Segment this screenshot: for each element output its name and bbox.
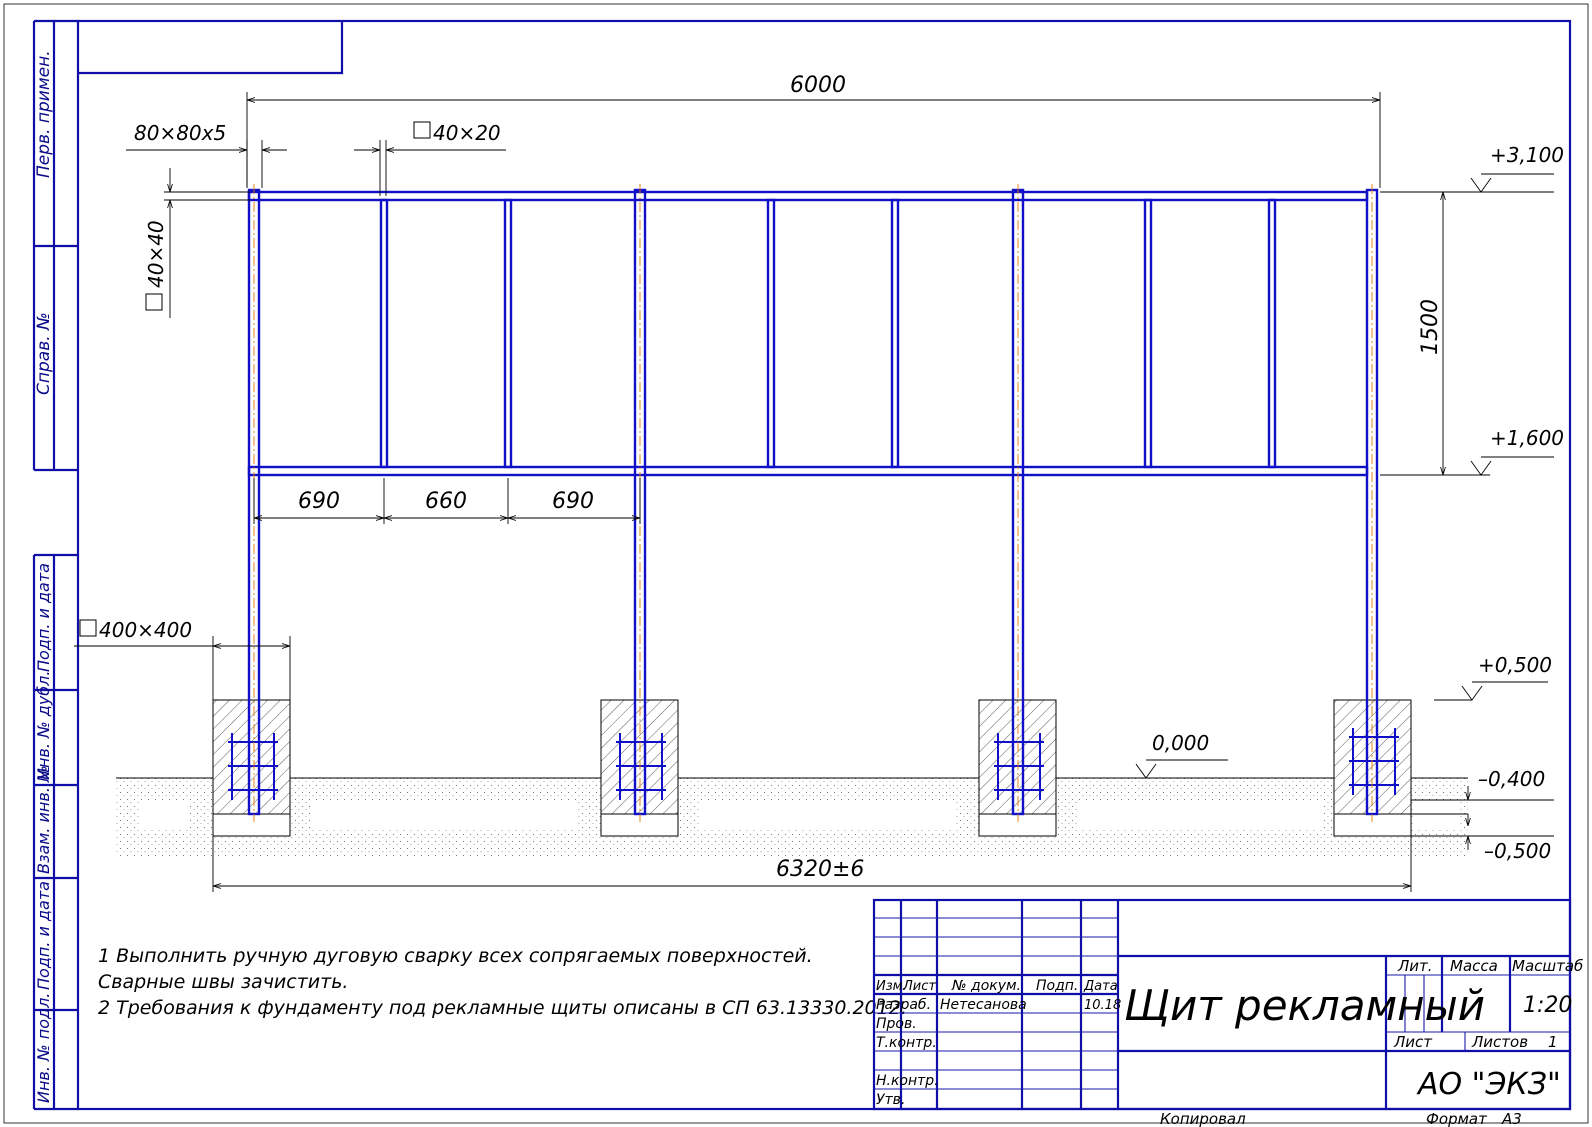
level-ground-label: 0,000 [1152, 731, 1209, 755]
level-panel-bottom-label: +1,600 [1490, 426, 1564, 450]
dim-post-section-label: 80×80х5 [134, 121, 226, 145]
foundation-4 [1333, 699, 1412, 837]
copied-label: Копировал [1160, 1110, 1246, 1127]
tb-role-approved: Утв. [876, 1092, 905, 1108]
tb-sheets-count: 1 [1548, 1033, 1558, 1051]
technical-notes: 1 Выполнить ручную дуговую сварку всех с… [98, 945, 907, 1019]
dim-overall-length: 6320±6 [212, 836, 1412, 892]
tb-sheet-label: Лист [1393, 1033, 1433, 1051]
note-line-2: Сварные швы зачистить. [98, 971, 348, 993]
tb-header-date: Дата [1083, 979, 1118, 994]
tb-header-list: Лист [902, 979, 936, 994]
dim-rail-section-label: 40×20 [433, 121, 501, 145]
drawing-frame [76, 19, 1572, 1111]
level-foundation-top: +0,500 [1434, 653, 1552, 701]
tb-sheets-label: Листов [1471, 1033, 1528, 1051]
tb-developer-date: 10.18 [1084, 998, 1121, 1013]
note-line-3: 2 Требования к фундаменту под рекламные … [98, 997, 907, 1019]
tb-header-izm: Изм. [876, 979, 907, 994]
dim-spans: 690 660 690 [253, 478, 641, 524]
level-foundation-top-label: +0,500 [1478, 653, 1552, 677]
stamp-inv-dubl: Инв. № дубл. [34, 671, 53, 780]
format-label: Формат [1426, 1110, 1488, 1127]
side-stamp-column: Перв. примен. Справ. № Подп. и дата Инв.… [32, 19, 78, 1111]
top-left-stamp-box [78, 21, 344, 75]
stamp-perv-primen: Перв. примен. [34, 50, 54, 178]
dim-post-section: 80×80х5 [126, 121, 287, 188]
dim-panel-height: 1500 [1380, 191, 1490, 476]
level-minus-400-label: –0,400 [1478, 767, 1545, 791]
level-minus-400: –0,400 [1411, 767, 1554, 815]
tb-role-developer: Разраб. [876, 997, 931, 1013]
foundation-1 [212, 699, 291, 837]
level-minus-500-label: –0,500 [1484, 839, 1551, 863]
tb-role-tech-control: Т.контр. [876, 1035, 937, 1051]
dim-total-length-label: 6000 [790, 73, 846, 98]
level-ground: 0,000 [1135, 731, 1228, 779]
dim-total-length: 6000 [246, 73, 1381, 188]
level-top: +3,100 [1380, 143, 1564, 193]
level-top-label: +3,100 [1490, 143, 1564, 167]
tb-developer-name: Нетесанова [940, 997, 1027, 1013]
stamp-podp-data-2: Подп. и дата [34, 881, 53, 990]
level-marks: +3,100 +1,600 +0,500 0,000 –0,400 [1135, 143, 1564, 863]
dim-panel-height-label: 1500 [1418, 299, 1443, 355]
billboard-frame [247, 184, 1379, 822]
tb-role-checked: Пров. [876, 1016, 917, 1032]
dim-overall-length-label: 6320±6 [776, 857, 864, 882]
tb-role-norm-control: Н.контр. [876, 1073, 939, 1089]
stamp-sprav-no: Справ. № [34, 312, 54, 395]
level-minus-500: –0,500 [1411, 814, 1554, 863]
dim-span-3-label: 690 [552, 489, 594, 514]
dim-top-rail-section: 40×40 [144, 168, 250, 318]
dim-foundation-size: 400×400 [74, 618, 291, 700]
foundation-3 [978, 699, 1057, 837]
dim-span-1-label: 690 [298, 489, 340, 514]
dim-rail-section: 40×20 [354, 121, 506, 196]
format-value: А3 [1501, 1110, 1522, 1127]
tb-lit-label: Лит. [1397, 957, 1433, 975]
outer-trim [3, 3, 1589, 1124]
tb-header-sign: Подп. [1036, 978, 1078, 994]
tb-company: АО "ЭКЗ" [1416, 1067, 1561, 1102]
foundations [212, 699, 1412, 837]
tb-scale-label: Масштаб [1512, 957, 1583, 975]
dim-top-rail-section-label: 40×40 [144, 220, 168, 288]
ground-soil [116, 777, 1468, 858]
foundation-2 [600, 699, 679, 837]
note-line-1: 1 Выполнить ручную дуговую сварку всех с… [98, 945, 813, 967]
dim-span-2-label: 660 [425, 489, 467, 514]
tb-scale-value: 1:20 [1523, 993, 1572, 1018]
stamp-vzam-inv: Взам. инв. № [34, 765, 53, 874]
stamp-podp-data-1: Подп. и дата [34, 563, 53, 672]
stamp-inv-podl: Инв. № подл. [34, 993, 53, 1103]
tb-header-doc: № докум. [951, 978, 1021, 994]
dim-foundation-size-label: 400×400 [99, 618, 192, 642]
tb-title: Щит рекламный [1124, 981, 1485, 1030]
title-block: Изм. Лист № докум. Подп. Дата Разраб. Не… [872, 898, 1583, 1111]
level-panel-bottom: +1,600 [1380, 426, 1564, 476]
tb-mass-label: Масса [1450, 957, 1498, 975]
